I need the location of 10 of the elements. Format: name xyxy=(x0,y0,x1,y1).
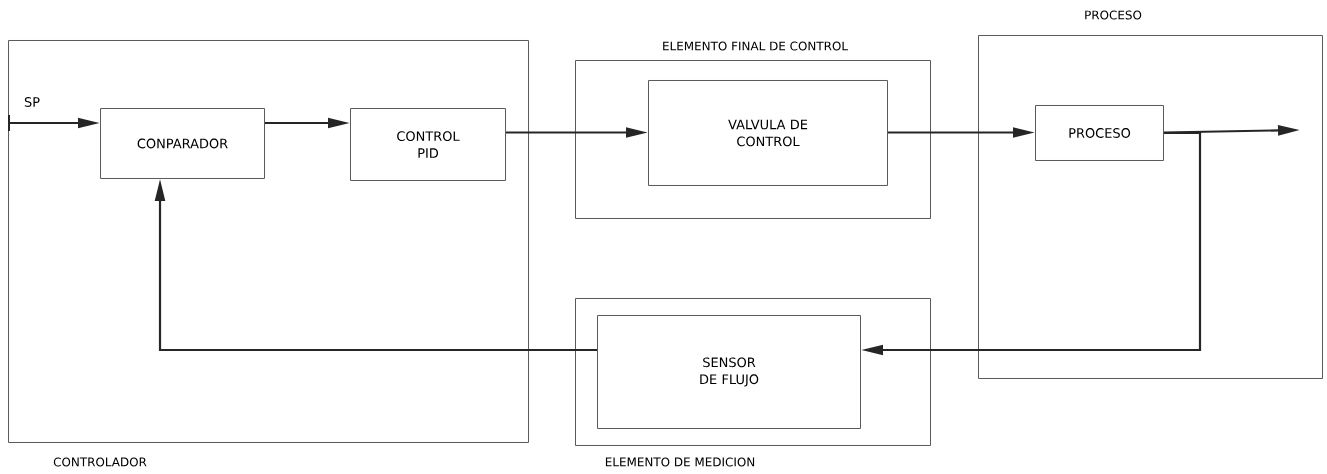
edge-label: SP xyxy=(23,96,42,108)
group-heading: PROCESO xyxy=(1085,10,1142,20)
block-box: VALVULA DE CONTROL xyxy=(648,80,888,186)
block-box: CONPARADOR xyxy=(100,108,265,179)
group-heading: ELEMENTO FINAL DE CONTROL xyxy=(663,41,848,51)
group-heading: ELEMENTO DE MEDICION xyxy=(605,457,755,467)
block-box: CONTROL PID xyxy=(350,108,506,181)
group-heading: CONTROLADOR xyxy=(53,457,147,467)
block-box: SENSOR DE FLUJO xyxy=(597,315,861,429)
block-box: PROCESO xyxy=(1035,105,1164,161)
